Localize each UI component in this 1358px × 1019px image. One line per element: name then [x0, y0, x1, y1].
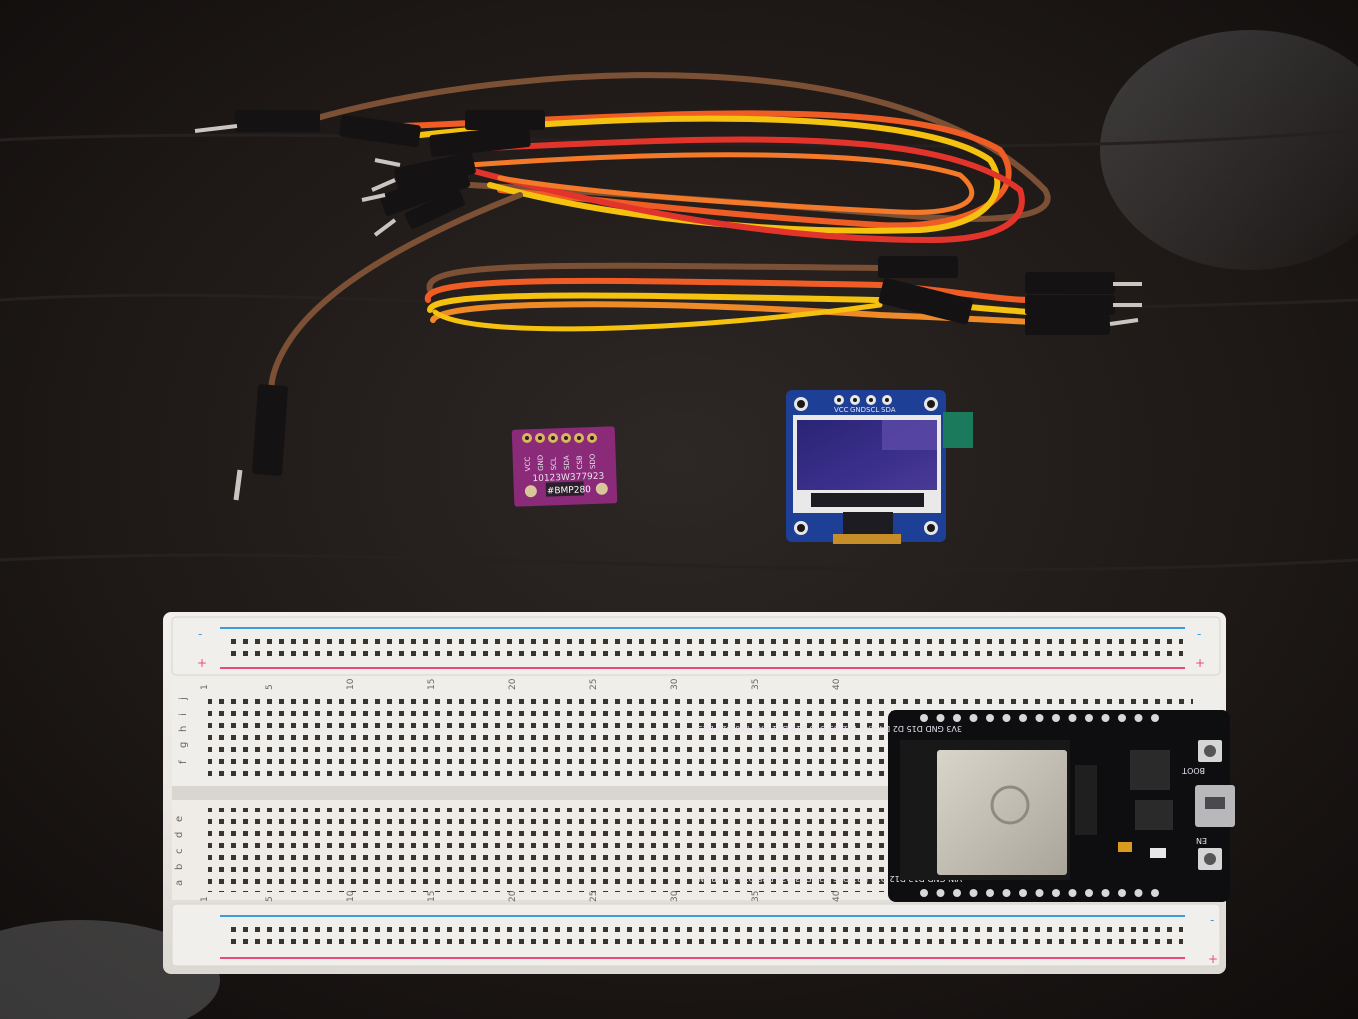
- column-number: 35: [751, 891, 761, 902]
- esp32-board: 3V3 GND D15 D2 D4 RX2 TX2 D5 D18 D19 D21…: [697, 710, 1235, 902]
- row-letter: j: [178, 697, 189, 701]
- bmp280-pin-sdo: SDO: [589, 453, 598, 469]
- bmp280-pin-scl: SCL: [550, 457, 558, 471]
- top-rail-plus-right: +: [1195, 656, 1205, 670]
- bmp280-pin-csb: CSB: [576, 455, 584, 470]
- esp32-header-pin: [1085, 714, 1093, 722]
- bmp280-sensor: VCC GND SCL SDA CSB SDO 10123W377923 #BM…: [511, 426, 618, 507]
- oled-display: VCC GND SCL SDA: [786, 390, 973, 544]
- esp32-wroom-module: [937, 750, 1067, 875]
- row-letter: i: [178, 713, 189, 716]
- esp32-header-pin: [953, 714, 961, 722]
- esp32-header-pin: [1002, 714, 1011, 722]
- row-letter: b: [174, 864, 185, 870]
- esp32-header-pin: [936, 889, 945, 897]
- esp32-header-pin: [1035, 889, 1044, 897]
- oled-pin-vcc: VCC: [834, 406, 849, 414]
- column-number: 25: [589, 679, 599, 690]
- light-reflection: [1100, 30, 1358, 270]
- oled-pin-scl: SCL: [866, 406, 879, 414]
- column-number: 15: [427, 679, 437, 690]
- esp32-header-pin: [1019, 889, 1027, 897]
- boot-label: BOOT: [1182, 766, 1205, 775]
- row-letter: h: [178, 726, 189, 732]
- row-letter: c: [174, 849, 185, 855]
- column-number: 15: [427, 891, 437, 902]
- esp32-header-pin: [1118, 714, 1126, 722]
- esp32-header-pin: [1134, 714, 1143, 722]
- column-number: 30: [670, 678, 680, 690]
- esp32-header-pin: [969, 889, 978, 897]
- wire-connectors: [194, 110, 1142, 501]
- esp32-header-pin: [1035, 714, 1044, 722]
- row-letter: f: [178, 760, 189, 764]
- esp32-header-pin: [1151, 889, 1159, 897]
- esp32-header-pin: [920, 714, 928, 722]
- row-letter: e: [174, 816, 185, 822]
- row-letter: g: [178, 742, 189, 748]
- bmp280-serial: 10123W377923: [532, 472, 604, 485]
- column-number: 20: [508, 678, 518, 690]
- column-number: 40: [832, 678, 842, 690]
- esp32-header-pin: [986, 889, 994, 897]
- column-number: 1: [200, 896, 210, 902]
- esp32-header-pin: [986, 714, 994, 722]
- esp32-header-pin: [1019, 714, 1027, 722]
- esp32-header-pin: [936, 714, 945, 722]
- row-letter: a: [174, 880, 185, 886]
- bmp280-name: #BMP280: [547, 485, 592, 497]
- top-rail-plus: +: [197, 656, 207, 670]
- esp32-top-pin-labels: 3V3 GND D15 D2 D4 RX2 TX2 D5 D18 D19 D21…: [697, 724, 962, 733]
- esp32-bottom-pin-labels: VIN GND D13 D12 D14 D27 D26 D25 D33 D32 …: [698, 874, 962, 883]
- esp32-header-pin: [1068, 714, 1077, 722]
- bmp280-pin-sda: SDA: [563, 455, 572, 470]
- esp32-header-pin: [953, 889, 961, 897]
- esp32-header-pin: [1002, 889, 1011, 897]
- column-number: 40: [832, 890, 842, 902]
- column-number: 5: [265, 684, 275, 690]
- column-number: 10: [346, 678, 356, 690]
- esp32-header-pin: [1052, 889, 1060, 897]
- column-number: 10: [346, 890, 356, 902]
- column-number: 30: [670, 890, 680, 902]
- esp32-header-pin: [1085, 889, 1093, 897]
- bmp280-pin-gnd: GND: [537, 455, 546, 471]
- bottom-rail-plus: +: [1208, 952, 1218, 966]
- oled-pin-gnd: GND: [850, 406, 866, 414]
- esp32-header-pin: [1101, 714, 1110, 722]
- row-letter: d: [174, 832, 185, 838]
- esp32-header-pin: [969, 714, 978, 722]
- oled-pin-sda: SDA: [881, 406, 896, 414]
- top-rail-minus: -: [198, 627, 202, 641]
- column-number: 20: [508, 890, 518, 902]
- column-number: 1: [200, 684, 210, 690]
- column-number: 35: [751, 679, 761, 690]
- en-label: EN: [1196, 836, 1207, 845]
- esp32-header-pin: [1101, 889, 1110, 897]
- esp32-header-pin: [1134, 889, 1143, 897]
- esp32-header-pin: [1118, 889, 1126, 897]
- column-number: 5: [265, 896, 275, 902]
- column-number: 25: [589, 891, 599, 902]
- jumper-wires: [268, 72, 1051, 403]
- bottom-rail-minus: -: [1210, 913, 1214, 927]
- bmp280-pin-vcc: VCC: [524, 456, 533, 471]
- esp32-header-pin: [1068, 889, 1077, 897]
- esp32-header-pin: [1151, 714, 1159, 722]
- top-rail-minus-right: -: [1197, 627, 1201, 641]
- esp32-header-pin: [1052, 714, 1060, 722]
- esp32-header-pin: [920, 889, 928, 897]
